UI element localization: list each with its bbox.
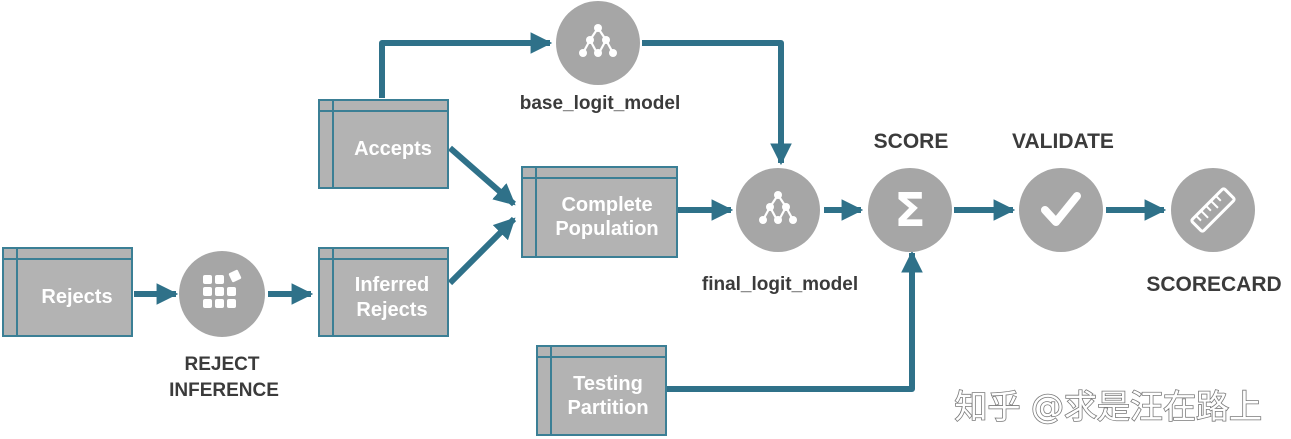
validate-label: VALIDATE <box>1012 130 1114 153</box>
inferred-rejects-label-line1: Inferred <box>355 274 429 296</box>
tree-icon <box>759 191 797 224</box>
ruler-icon <box>1190 187 1236 233</box>
tree-icon <box>579 24 617 57</box>
testing-partition-box: Testing Partition <box>536 345 667 436</box>
rejects-label: Rejects <box>41 286 112 308</box>
inferred-rejects-label-line2: Rejects <box>356 299 427 321</box>
grid-icon <box>203 269 242 308</box>
reject-inference-label-line1: REJECT <box>185 354 260 375</box>
accepts-label: Accepts <box>354 138 432 160</box>
base-logit-model-label: base_logit_model <box>520 93 681 114</box>
reject-inference-node <box>179 251 265 337</box>
testing-partition-label-line2: Partition <box>567 397 648 419</box>
final-logit-model-label: final_logit_model <box>702 274 858 295</box>
complete-population-label-line1: Complete <box>561 194 652 216</box>
complete-population-box: Complete Population <box>521 166 678 258</box>
score-node: Σ <box>868 168 952 252</box>
arrow-testing-to-score <box>666 250 923 392</box>
rejects-box: Rejects <box>2 247 133 337</box>
score-label: SCORE <box>874 130 949 153</box>
arrow-inferred-rejects-to-complete-population <box>447 216 517 286</box>
checkmark-icon <box>1041 192 1081 226</box>
scorecard-label: SCORECARD <box>1146 273 1281 296</box>
accepts-box: Accepts <box>318 99 449 189</box>
inferred-rejects-box: Inferred Rejects <box>318 247 449 337</box>
arrow-base-model-to-final-model <box>642 40 792 166</box>
base-logit-model-node <box>556 1 640 85</box>
reject-inference-label-line2: INFERENCE <box>169 380 279 401</box>
validate-node <box>1019 168 1103 252</box>
sigma-icon: Σ <box>894 183 925 237</box>
connectors <box>134 32 1167 392</box>
complete-population-label-line2: Population <box>555 218 658 240</box>
final-logit-model-node <box>736 168 820 252</box>
testing-partition-label-line1: Testing <box>573 373 643 395</box>
watermark-text: 知乎 @求是汪在路上 <box>955 387 1263 426</box>
scorecard-node <box>1171 168 1255 252</box>
arrow-accepts-to-complete-population <box>448 145 516 207</box>
arrow-accepts-to-base-model <box>379 32 553 98</box>
